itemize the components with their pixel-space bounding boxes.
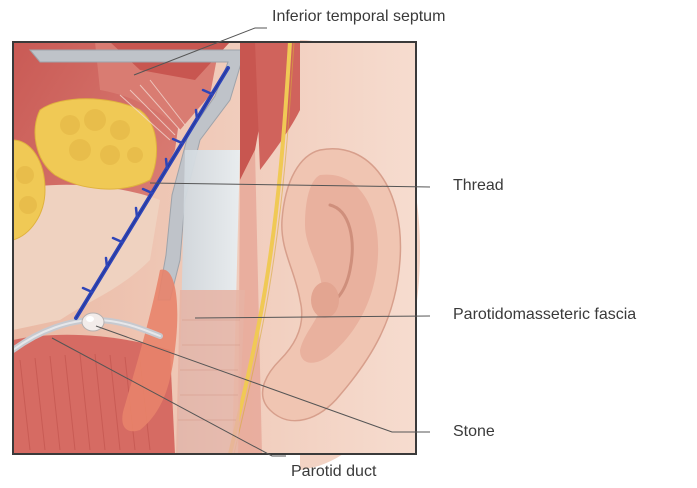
label-parotidomasseteric-fascia: Parotidomasseteric fascia bbox=[453, 307, 636, 323]
parotid-gland bbox=[176, 290, 245, 454]
label-inferior-temporal-septum: Inferior temporal septum bbox=[272, 9, 445, 25]
label-stone: Stone bbox=[453, 424, 495, 440]
label-thread: Thread bbox=[453, 178, 504, 194]
salivary-stone bbox=[82, 313, 104, 331]
label-parotid-duct: Parotid duct bbox=[291, 464, 376, 480]
